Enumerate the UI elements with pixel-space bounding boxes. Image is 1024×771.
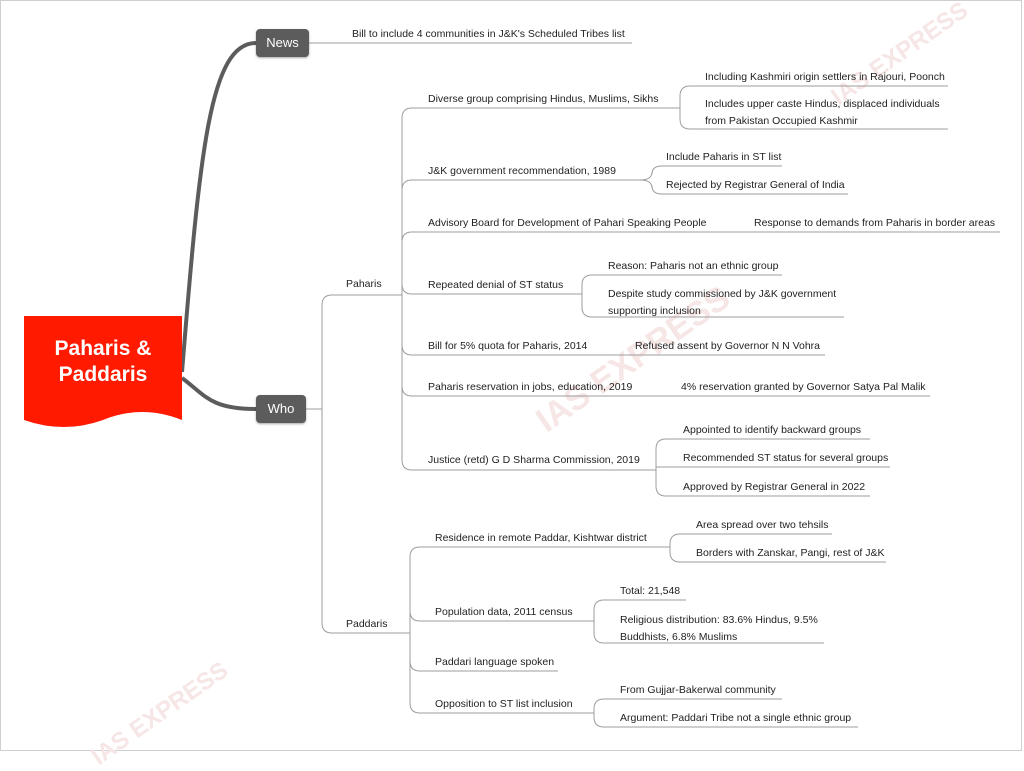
root-node[interactable]: Paharis & Paddaris (24, 316, 182, 428)
detail-node[interactable]: 4% reservation granted by Governor Satya… (681, 381, 926, 393)
paddaris-node[interactable]: Paddaris (346, 618, 388, 630)
detail-node[interactable]: Area spread over two tehsils (696, 519, 829, 531)
topic-node[interactable]: Diverse group comprising Hindus, Muslims… (428, 93, 659, 105)
connector-lines (180, 41, 1000, 728)
news-node[interactable]: News (256, 29, 309, 57)
who-node[interactable]: Who (256, 395, 306, 423)
branch-who-connector (180, 376, 257, 411)
paharis-node[interactable]: Paharis (346, 278, 382, 290)
detail-node[interactable]: Recommended ST status for several groups (683, 452, 889, 464)
detail-node[interactable]: Rejected by Registrar General of India (666, 179, 845, 191)
detail-node[interactable]: Argument: Paddari Tribe not a single eth… (620, 712, 852, 724)
topic-node[interactable]: J&K government recommendation, 1989 (428, 165, 616, 177)
detail-node[interactable]: Includes upper caste Hindus, displaced i… (705, 98, 940, 127)
topic-node[interactable]: Advisory Board for Development of Pahari… (428, 217, 707, 229)
branch-news-connector (180, 41, 257, 373)
detail-node[interactable]: Borders with Zanskar, Pangi, rest of J&K (696, 547, 885, 559)
detail-node[interactable]: Reason: Paharis not an ethnic group (608, 260, 779, 272)
detail-node[interactable]: From Gujjar-Bakerwal community (620, 684, 776, 696)
topic-node[interactable]: Opposition to ST list inclusion (435, 698, 573, 710)
root-title: Paharis & Paddaris (54, 337, 152, 386)
news-item[interactable]: Bill to include 4 communities in J&K's S… (352, 28, 625, 40)
topic-node[interactable]: Population data, 2011 census (435, 606, 573, 618)
mindmap-canvas (0, 0, 1022, 751)
topic-node[interactable]: Paharis reservation in jobs, education, … (428, 381, 633, 393)
topic-node[interactable]: Bill for 5% quota for Paharis, 2014 (428, 340, 588, 352)
topic-node[interactable]: Paddari language spoken (435, 656, 555, 668)
detail-node[interactable]: Including Kashmiri origin settlers in Ra… (705, 71, 945, 83)
topic-node[interactable]: Justice (retd) G D Sharma Commission, 20… (428, 454, 640, 466)
detail-node[interactable]: Refused assent by Governor N N Vohra (635, 340, 821, 352)
topic-node[interactable]: Residence in remote Paddar, Kishtwar dis… (435, 532, 647, 544)
detail-node[interactable]: Appointed to identify backward groups (683, 424, 862, 436)
detail-node[interactable]: Include Paharis in ST list (666, 151, 782, 163)
topic-node[interactable]: Repeated denial of ST status (428, 279, 564, 291)
detail-node[interactable]: Despite study commissioned by J&K govern… (608, 288, 837, 317)
detail-node[interactable]: Approved by Registrar General in 2022 (683, 481, 866, 493)
detail-node[interactable]: Response to demands from Paharis in bord… (754, 217, 996, 229)
detail-node[interactable]: Total: 21,548 (620, 585, 681, 597)
detail-node[interactable]: Religious distribution: 83.6% Hindus, 9.… (620, 614, 818, 643)
root-flag-shape (24, 316, 182, 427)
